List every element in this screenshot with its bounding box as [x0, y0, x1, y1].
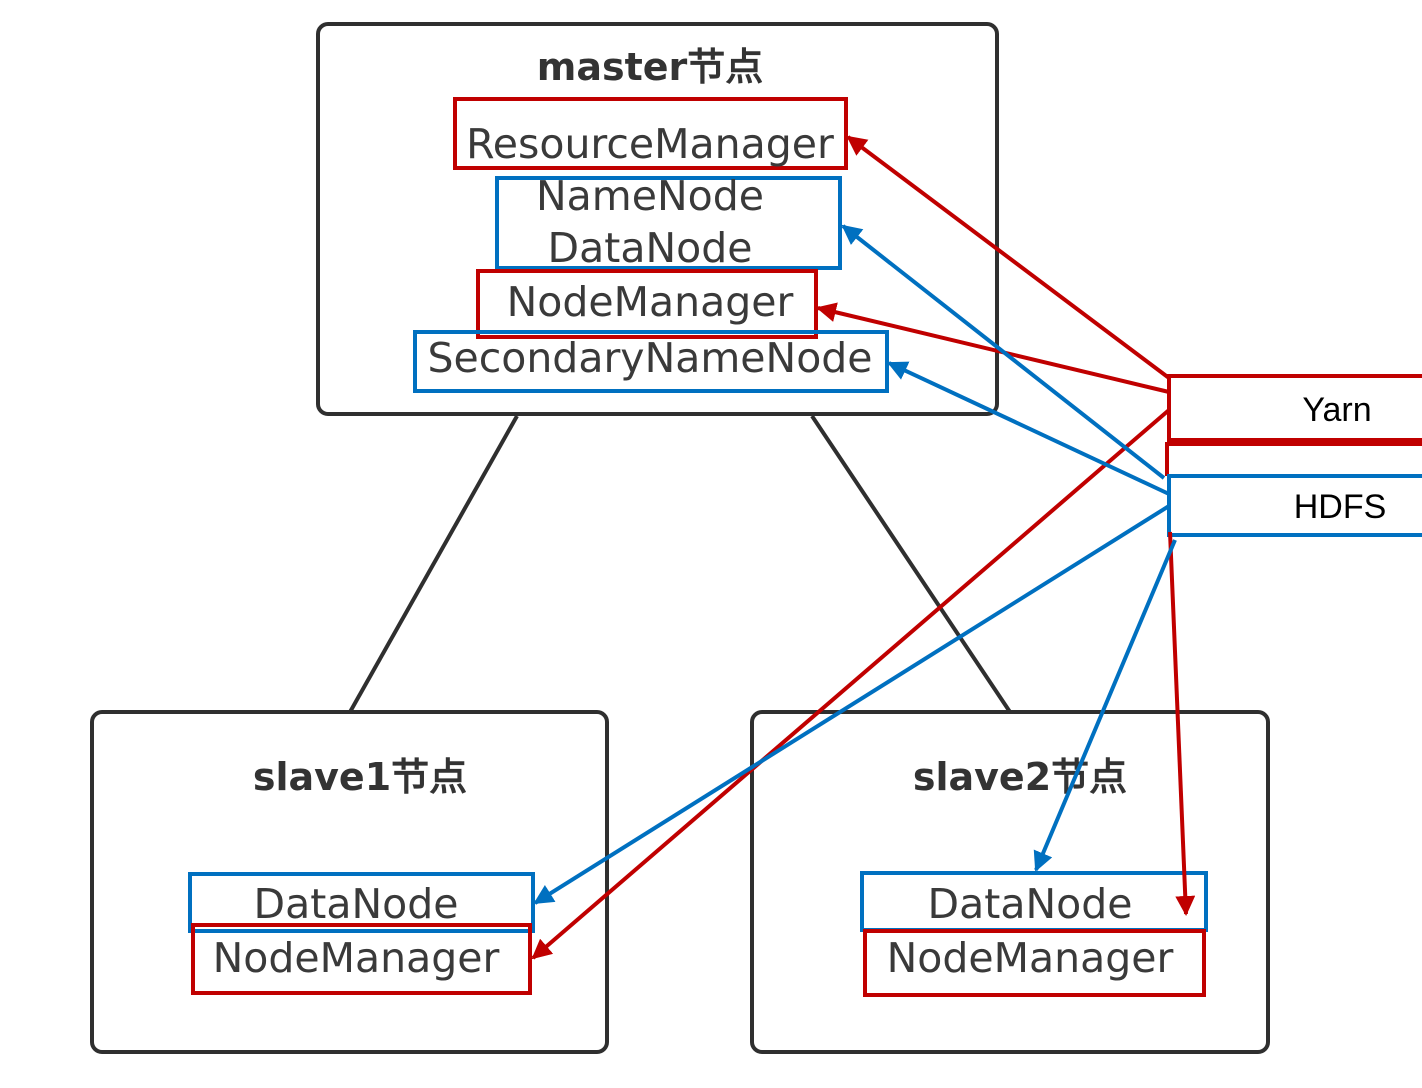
master-node-manager-frame [476, 269, 818, 339]
yarn-legend-label: Yarn [1302, 391, 1371, 429]
slave1-data-node-frame [188, 872, 535, 933]
slave1-node-box [90, 710, 609, 1054]
master-slave1-link [348, 415, 519, 713]
slave2-node-manager-frame [863, 929, 1206, 997]
resource-manager-label: ResourceManager [466, 120, 834, 168]
master-data-node-label: DataNode [548, 224, 753, 272]
secondary-name-node-label: SecondaryNameNode [427, 334, 872, 382]
slave1-node-manager-label: NodeManager [213, 934, 500, 982]
slave1-data-node-label: DataNode [254, 880, 459, 928]
hdfs-legend-label: HDFS [1294, 488, 1387, 526]
slave1-node-manager-frame [191, 923, 532, 995]
resource-manager-frame [453, 97, 848, 170]
slave2-node-box [750, 710, 1270, 1054]
hdfs-to-slave1-data-node-arrow [533, 504, 1171, 905]
slave2-data-node-label: DataNode [928, 880, 1133, 928]
master-node-title: master节点 [537, 45, 764, 89]
hdfs-legend-frame [1167, 474, 1422, 537]
slave1-node: slave1节点 DataNode NodeManager [90, 710, 609, 1054]
slave1-node-title: slave1节点 [253, 755, 467, 799]
master-hdfs-frame [495, 176, 842, 270]
slave2-node-title: slave2节点 [913, 755, 1127, 799]
yarn-to-slave2-node-manager-arrow [1168, 531, 1196, 916]
master-slave2-link [810, 414, 1012, 714]
name-node-label: NameNode [536, 172, 764, 220]
hdfs-to-name-node-arrow [841, 224, 1166, 480]
yarn-to-slave1-node-manager-arrow [531, 408, 1171, 960]
hdfs-to-slave2-data-node-arrow [1033, 539, 1177, 872]
hdfs-to-secondary-name-node-arrow [887, 361, 1170, 496]
hdfs-legend: HDFS [1165, 442, 1422, 537]
yarn-legend: Yarn [1167, 374, 1422, 442]
master-node: master节点 ResourceManager NameNode DataNo… [316, 22, 999, 416]
yarn-legend-extension [1165, 442, 1422, 476]
slave2-node: slave2节点 DataNode NodeManager [750, 710, 1270, 1054]
master-node-manager-label: NodeManager [507, 278, 794, 326]
slave2-node-manager-label: NodeManager [887, 934, 1174, 982]
secondary-name-node-frame [413, 330, 889, 393]
yarn-legend-frame [1167, 374, 1422, 442]
yarn-to-resource-manager-arrow [846, 135, 1171, 380]
yarn-to-master-node-manager-arrow [816, 302, 1170, 394]
